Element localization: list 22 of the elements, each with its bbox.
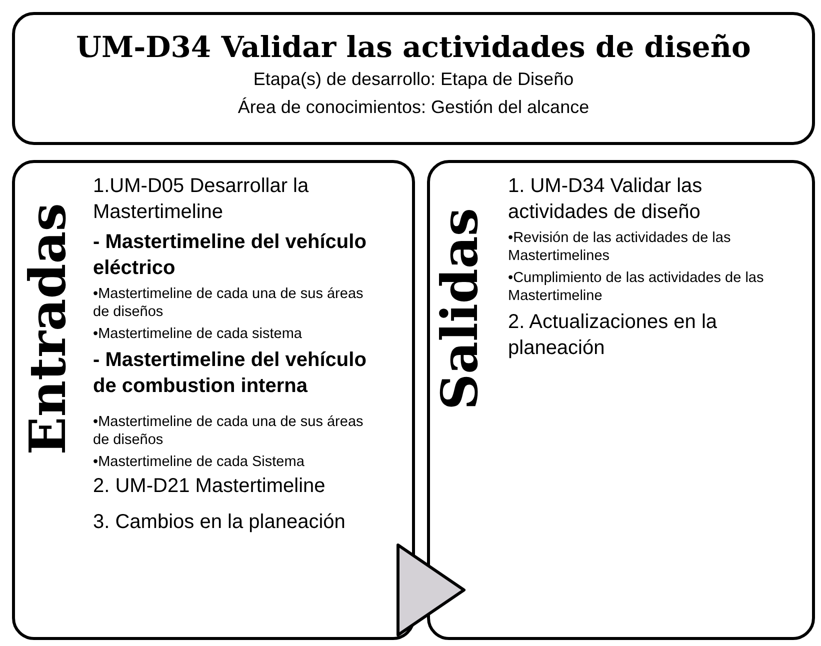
header-box: [12, 12, 815, 145]
section-heading: Entradas: [20, 202, 76, 457]
list-item: 1. UM-D34 Validar las actividades de diseño: [508, 174, 704, 225]
subheading: - Mastertimeline del vehículo de combustion interna: [93, 348, 368, 399]
subheading: - Mastertimeline del vehículo eléctrico: [93, 230, 368, 281]
list-item: 2. Actualizaciones en la planeación: [508, 310, 718, 361]
bullet-item: •Mastertimeline de cada una de sus áreas de diseños: [93, 413, 364, 449]
bullet-item: •Mastertimeline de cada una de sus áreas de diseños: [93, 285, 364, 321]
bullet-item: •Mastertimeline de cada Sistema: [93, 453, 306, 471]
list-item: 1.UM-D05 Desarrollar la Mastertimeline: [93, 174, 310, 225]
bullet-item: •Revisión de las actividades de las Mastertimelines: [508, 229, 732, 265]
info-line: Etapa(s) de desarrollo: Etapa de Diseño: [253, 68, 574, 91]
section-heading: Salidas: [432, 207, 488, 412]
panel-box: [12, 160, 415, 640]
info-line: Área de conocimientos: Gestión del alcance: [238, 96, 590, 119]
title: UM-D34 Validar las actividades de diseño: [76, 29, 751, 65]
list-item: 2. UM-D21 Mastertimeline: [93, 474, 326, 499]
panel-box: [427, 160, 815, 640]
bullet-item: •Cumplimiento de las actividades de las Mastertimeline: [508, 269, 765, 305]
list-item: 3. Cambios en la planeación: [93, 510, 346, 535]
bullet-item: •Mastertimeline de cada sistema: [93, 325, 303, 343]
chevron-arrow: [396, 544, 466, 636]
